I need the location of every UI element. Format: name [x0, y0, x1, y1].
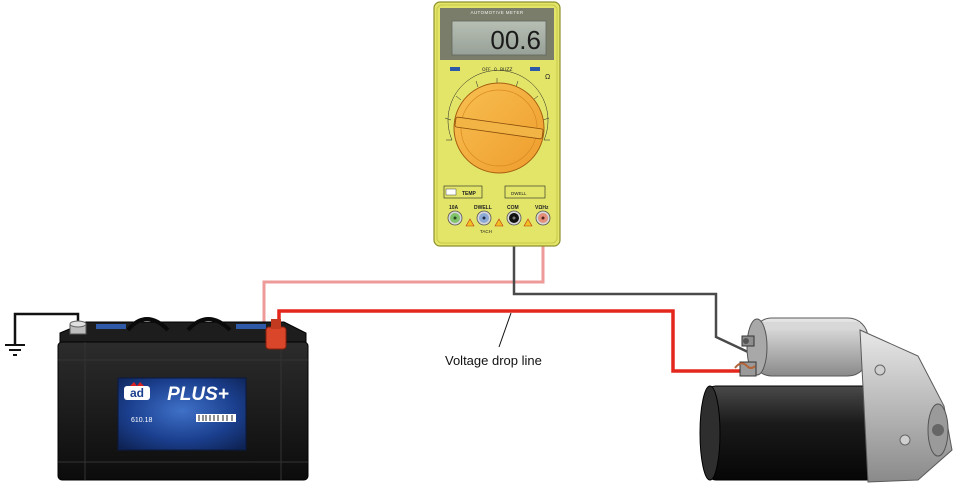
battery-barcode	[196, 414, 236, 422]
meter-dwell-sub-label: DWELL	[511, 191, 527, 196]
warning-icon	[523, 218, 533, 227]
starter-motor-housing	[705, 385, 885, 481]
meter-tach-label: TACH	[480, 229, 492, 234]
meter-top-labels: OFF 0 BUZZ Ω	[450, 67, 550, 81]
battery-logo-text: ad	[130, 386, 144, 400]
starter-motor	[699, 317, 953, 483]
terminal-v-ohm-hz[interactable]	[535, 210, 551, 226]
terminal-label-10a: 10A	[449, 205, 459, 211]
meter-temp-section: TEMP DWELL	[443, 185, 546, 199]
meter-label-off: OFF	[482, 67, 491, 73]
terminal-label-com: COM	[507, 205, 519, 211]
terminal-label-v: VΩHz	[535, 205, 549, 211]
voltage-drop-label: Voltage drop line	[445, 353, 542, 368]
ground-symbol	[5, 344, 25, 356]
meter-rotary-dial[interactable]	[453, 82, 545, 174]
meter-brand-label: AUTOMOTIVE METER	[470, 10, 523, 15]
warning-icon	[494, 218, 504, 227]
multimeter: AUTOMOTIVE METER 00.6 OFF 0 BUZZ Ω	[433, 1, 561, 247]
battery-handle	[186, 317, 232, 332]
red-voltage-drop-wire	[277, 309, 745, 373]
battery-logo: ad	[124, 382, 150, 400]
gray-com-lead	[512, 224, 749, 354]
meter-display-value: 00.6	[490, 25, 541, 55]
meter-terminals: 10A DWELL COM VΩHz	[447, 205, 551, 234]
meter-label-ohm: Ω	[545, 74, 550, 81]
warning-icon	[465, 218, 475, 227]
terminal-label-dwell: DWELL	[474, 205, 492, 211]
terminal-com[interactable]	[506, 210, 522, 226]
wires	[5, 224, 749, 373]
battery-model-text: 610.18	[131, 417, 153, 424]
battery-brand-text: PLUS+	[167, 384, 229, 405]
terminal-dwell[interactable]	[476, 210, 492, 226]
voltage-drop-annotation: Voltage drop line	[445, 312, 542, 368]
battery-positive-terminal[interactable]	[265, 319, 287, 350]
annotation-leader-line	[498, 312, 512, 348]
meter-temp-label: TEMP	[462, 191, 477, 197]
meter-lcd	[451, 20, 547, 56]
battery-negative-terminal[interactable]	[69, 320, 87, 335]
terminal-10a[interactable]	[447, 210, 463, 226]
dial-pointer	[454, 116, 544, 140]
meter-label-buzz: BUZZ	[500, 67, 512, 73]
pink-test-lead	[262, 224, 545, 327]
solenoid-terminal[interactable]	[741, 335, 755, 347]
battery: ad PLUS+ 610.18	[57, 317, 309, 481]
solenoid-main-terminal[interactable]	[734, 361, 757, 377]
meter-label-zero: 0	[494, 67, 497, 73]
battery-handle	[126, 317, 170, 332]
